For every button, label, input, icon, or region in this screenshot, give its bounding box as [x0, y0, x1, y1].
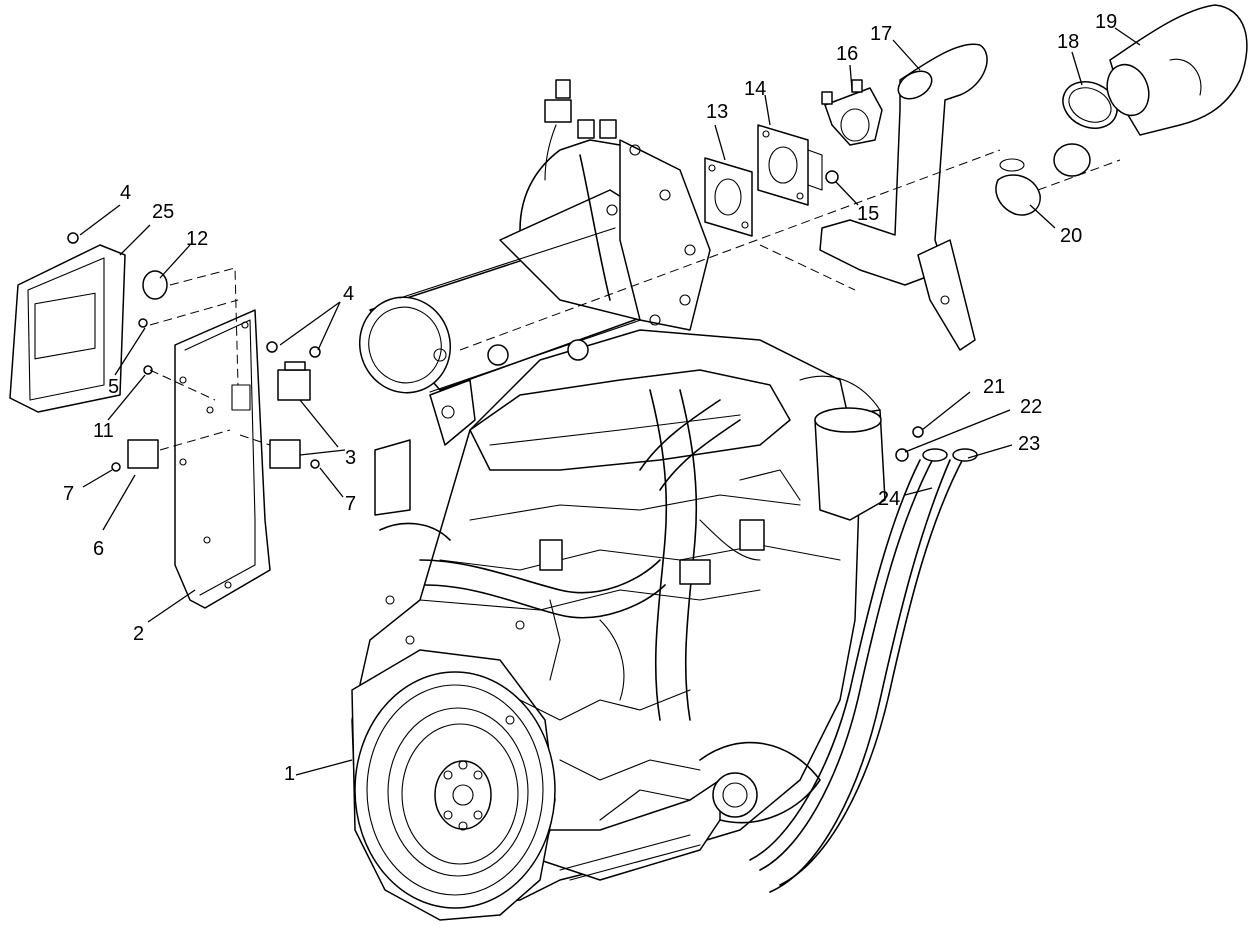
tailpipe-17: [819, 43, 988, 286]
callout-1: 1: [284, 763, 295, 785]
gasket-13: [704, 157, 753, 237]
clamp-20: [995, 174, 1041, 216]
callout-7: 7: [63, 483, 74, 505]
ring-18: [1062, 81, 1118, 129]
callout-labels: 1 2 3 4 4 5 6 7 7 11 12 13 14 15 16 17 1…: [63, 11, 1117, 785]
callout-3: 3: [345, 447, 356, 469]
callout-13: 13: [706, 101, 728, 123]
callout-4: 4: [343, 283, 354, 305]
callout-24: 24: [878, 488, 900, 510]
callout-18: 18: [1057, 31, 1079, 53]
ecu-module-25: [9, 244, 126, 413]
relay-3a: [277, 369, 311, 401]
callout-15: 15: [857, 203, 879, 225]
exhaust-parts: [459, 4, 1248, 351]
callout-21: 21: [983, 376, 1005, 398]
spacer-12: [142, 270, 168, 300]
flange-14: [757, 124, 809, 206]
dpf-canister: [358, 79, 711, 394]
relay-3b: [269, 439, 301, 469]
nut-15: [825, 170, 839, 184]
leader-lines: [79, 27, 1141, 776]
callout-19: 19: [1095, 11, 1117, 33]
callout-6: 6: [93, 538, 104, 560]
callout-2: 2: [133, 623, 144, 645]
callout-17: 17: [870, 23, 892, 45]
callout-4: 4: [120, 182, 131, 204]
callout-12: 12: [186, 228, 208, 250]
callout-5: 5: [108, 376, 119, 398]
clamp-22: [895, 448, 909, 462]
clamp-21: [912, 426, 924, 438]
clamp-16: [824, 87, 883, 146]
callout-22: 22: [1020, 396, 1042, 418]
callout-16: 16: [836, 43, 858, 65]
callout-25: 25: [152, 201, 174, 223]
callout-7: 7: [345, 493, 356, 515]
engine-assembly: [351, 329, 886, 921]
callout-11: 11: [93, 420, 114, 442]
callout-14: 14: [744, 78, 766, 100]
callout-20: 20: [1060, 225, 1082, 247]
relay-6: [127, 439, 159, 469]
callout-23: 23: [1018, 433, 1040, 455]
mounting-bracket-2: [174, 309, 271, 609]
coolant-hoses: [749, 426, 978, 893]
bracket-ecu-assembly: [9, 232, 321, 609]
